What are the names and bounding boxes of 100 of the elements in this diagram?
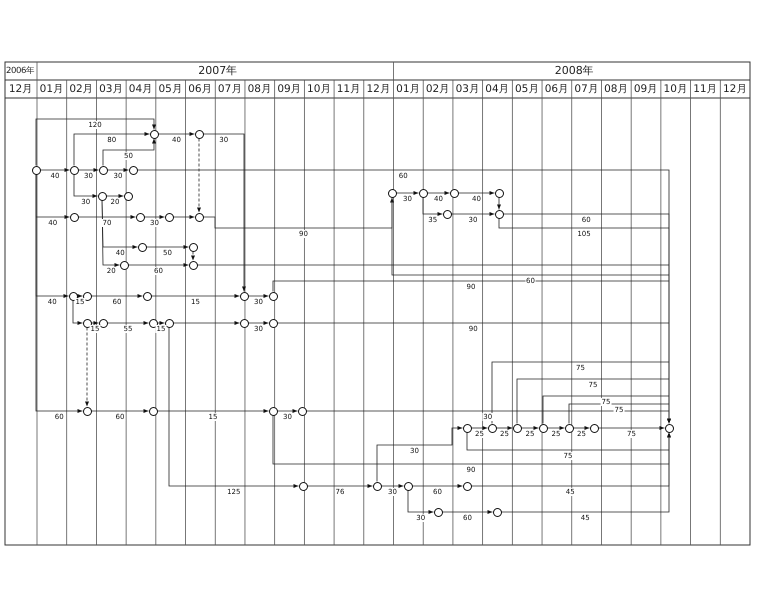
- event-circle: [462, 424, 472, 432]
- month-label: 03月: [98, 82, 124, 97]
- arrow: [173, 215, 195, 219]
- arrow: [376, 426, 463, 482]
- arrow: [396, 191, 419, 195]
- arrow: [307, 484, 373, 488]
- month-label: 08月: [603, 82, 630, 97]
- arrow: [36, 118, 156, 166]
- month-label: 09月: [632, 82, 660, 97]
- arrow: [381, 484, 404, 488]
- month-label: 03月: [454, 82, 481, 97]
- event-circle: [142, 292, 152, 300]
- month-label: 12月: [722, 82, 748, 97]
- month-label: 06月: [187, 82, 214, 97]
- arrow: [91, 409, 149, 413]
- arrow: [102, 200, 120, 267]
- event-circle: [488, 424, 496, 432]
- event-circle: [136, 212, 144, 222]
- arrow: [157, 409, 269, 413]
- event-circle: [564, 424, 574, 432]
- arrow: [173, 321, 240, 325]
- arrow: [497, 197, 501, 210]
- arrow: [203, 134, 246, 292]
- event-circle: [240, 318, 248, 328]
- event-circle: [82, 318, 92, 328]
- event-circle: [268, 292, 278, 300]
- arrow: [272, 415, 671, 464]
- event-circle: [268, 318, 278, 328]
- event-circle: [494, 210, 504, 218]
- arrow: [36, 174, 83, 413]
- month-label: 02月: [68, 82, 95, 97]
- month-label: 09月: [276, 82, 303, 97]
- event-circle: [148, 318, 158, 328]
- arrow: [277, 409, 298, 413]
- arrow: [78, 168, 99, 172]
- month-label: 10月: [306, 82, 332, 97]
- arrow: [91, 294, 143, 298]
- arrow: [442, 510, 493, 514]
- event-circle: [538, 424, 548, 432]
- arrow: [598, 426, 665, 430]
- event-circle: [494, 188, 504, 198]
- arrow: [492, 362, 671, 424]
- event-circle: [298, 406, 306, 416]
- event-circle: [98, 166, 108, 174]
- arrow: [191, 251, 195, 261]
- arrow: [471, 426, 488, 430]
- event-circle: [68, 292, 78, 300]
- event-circle: [442, 210, 452, 218]
- event-circle: [148, 406, 158, 416]
- event-circle: [240, 292, 248, 300]
- event-circle: [664, 424, 674, 432]
- arrow: [85, 327, 89, 407]
- month-label: 06月: [544, 82, 570, 97]
- arrow: [466, 432, 671, 450]
- event-circle: [98, 192, 106, 200]
- month-label: 11月: [336, 82, 362, 97]
- arrow: [427, 191, 450, 195]
- event-circle: [32, 166, 40, 174]
- event-circle: [188, 242, 198, 252]
- month-label: 07月: [216, 82, 244, 97]
- arrow: [248, 294, 269, 298]
- event-circle: [512, 424, 522, 432]
- event-circle: [120, 260, 128, 270]
- event-circle: [124, 192, 132, 200]
- event-circle: [590, 424, 598, 432]
- year-label: 2006年: [6, 65, 35, 78]
- event-circle: [82, 292, 92, 300]
- month-label: 08月: [246, 82, 273, 97]
- event-circle: [372, 482, 382, 490]
- arrow: [74, 174, 98, 198]
- arrow: [573, 426, 590, 430]
- month-label: 05月: [514, 82, 540, 97]
- event-circle: [194, 130, 204, 138]
- arrow: [107, 321, 149, 325]
- arrow: [107, 168, 129, 172]
- event-circle: [82, 406, 92, 416]
- month-label: 12月: [8, 82, 34, 97]
- arrow: [248, 321, 269, 325]
- month-label: 04月: [128, 82, 154, 97]
- arrow: [106, 194, 124, 198]
- month-label: 02月: [424, 82, 452, 97]
- event-circle: [188, 260, 198, 270]
- month-label: 10月: [662, 82, 689, 97]
- month-label: 07月: [573, 82, 600, 97]
- arrow: [157, 321, 165, 325]
- arrow: [422, 197, 443, 216]
- event-circle: [194, 212, 204, 222]
- event-circle: [268, 406, 278, 416]
- event-circle: [418, 188, 428, 198]
- arrow: [451, 212, 495, 216]
- event-circle: [462, 482, 472, 490]
- arrow: [568, 404, 671, 424]
- month-label: 12月: [365, 82, 392, 97]
- event-circle: [128, 166, 138, 174]
- event-circle: [98, 318, 108, 328]
- event-circle: [404, 482, 412, 490]
- month-label: 11月: [692, 82, 719, 97]
- event-circle: [164, 212, 174, 222]
- arrow: [78, 215, 136, 219]
- event-circle: [138, 242, 146, 252]
